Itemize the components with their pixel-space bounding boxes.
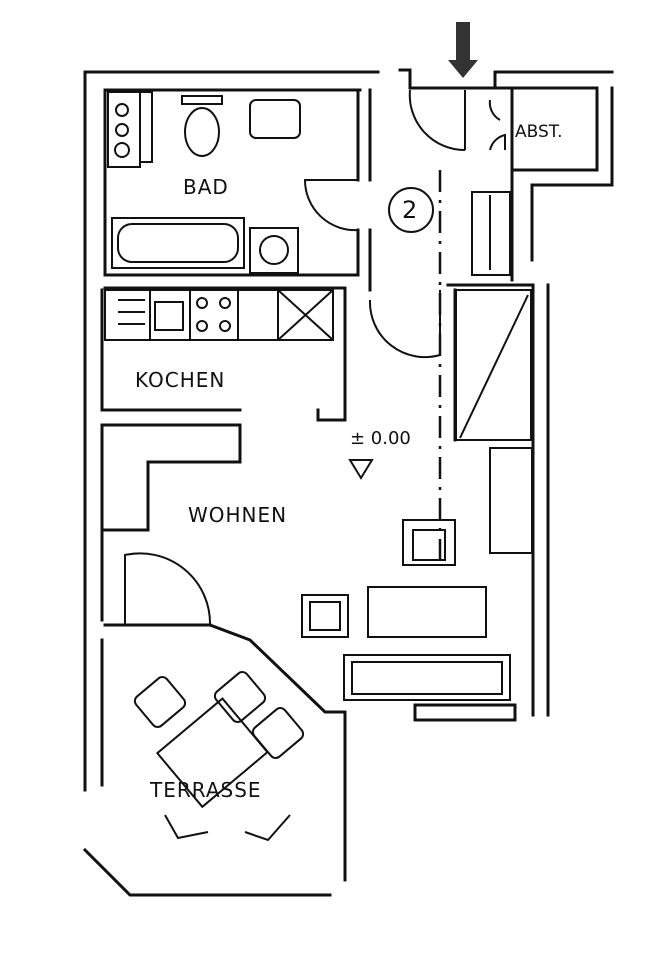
wardrobes	[455, 191, 533, 554]
level-triangle-icon	[348, 459, 374, 480]
room-label-abstell: ABST.	[515, 122, 563, 142]
doors	[124, 89, 506, 626]
room-label-wohnen: WOHNEN	[188, 503, 288, 527]
room-label-terrasse: TERRASSE	[150, 778, 262, 802]
terrace	[82, 623, 347, 897]
room-number: 2	[402, 196, 419, 224]
room-label-kochen: KOCHEN	[135, 368, 226, 392]
level-marker: ± 0.00	[350, 428, 411, 449]
living-furniture	[301, 519, 511, 701]
outer-walls	[83, 68, 614, 792]
entrance-arrow-icon	[448, 22, 478, 78]
bathroom-fixtures	[107, 91, 301, 274]
inner-walls	[103, 88, 535, 722]
kitchen-fixtures	[104, 289, 334, 341]
room-label-bad: BAD	[183, 175, 229, 199]
room-number-circle	[388, 187, 434, 233]
